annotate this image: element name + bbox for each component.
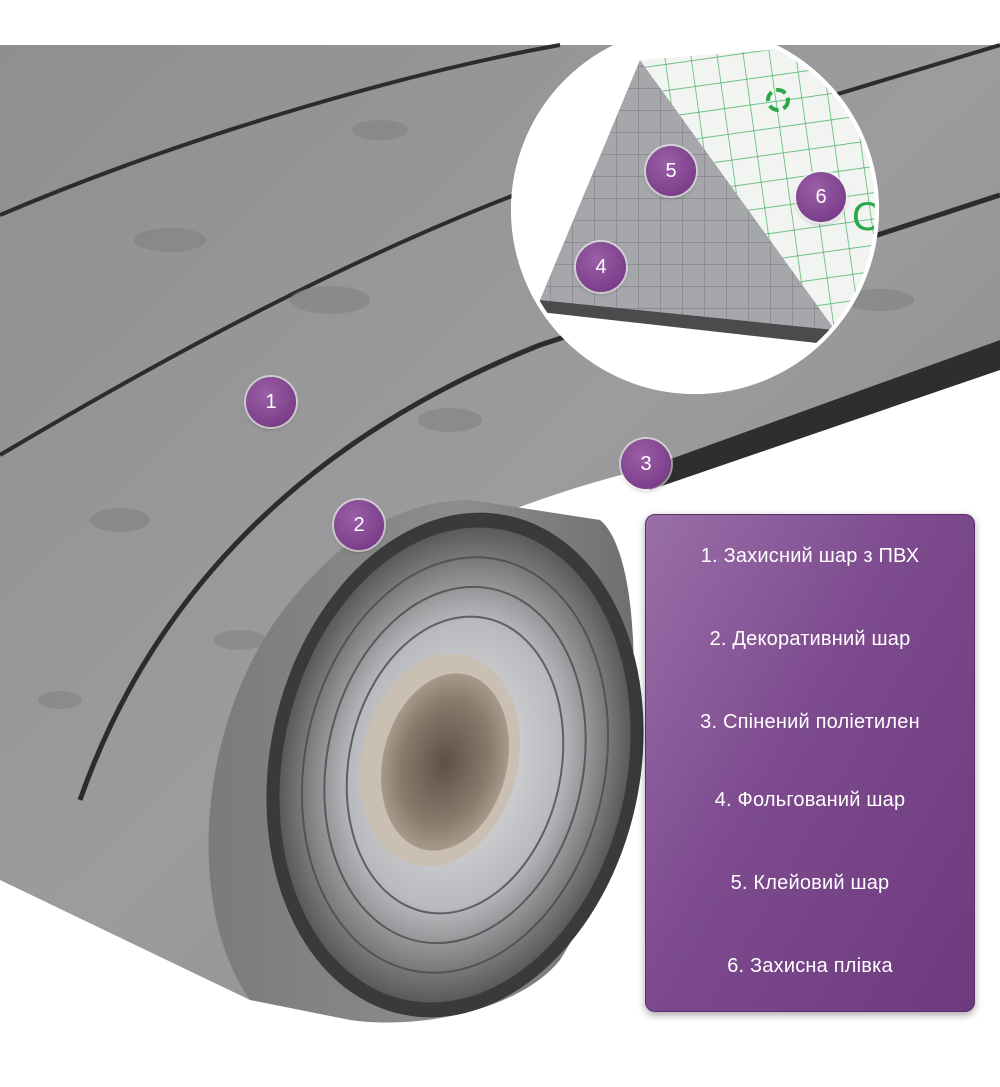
marker-3: 3 [621, 439, 671, 489]
legend-item-3: 3. Спінений поліетилен [700, 711, 920, 733]
legend-item-2: 2. Декоративний шар [709, 628, 911, 650]
marker-1: 1 [246, 377, 296, 427]
marker-4: 4 [576, 242, 626, 292]
marker-6: 6 [796, 172, 846, 222]
svg-text:O: O [852, 195, 883, 239]
legend-item-6: 6. Захисна плівка [727, 955, 893, 977]
legend-item-1: 1. Захисний шар з ПВХ [700, 545, 920, 567]
layers-legend: 1. Захисний шар з ПВХ 2. Декоративний ша… [645, 514, 975, 1012]
material-roll [208, 500, 644, 1023]
legend-item-5: 5. Клейовий шар [730, 872, 890, 894]
marker-2: 2 [334, 500, 384, 550]
legend-item-4: 4. Фольгований шар [714, 789, 906, 811]
marker-5: 5 [646, 146, 696, 196]
